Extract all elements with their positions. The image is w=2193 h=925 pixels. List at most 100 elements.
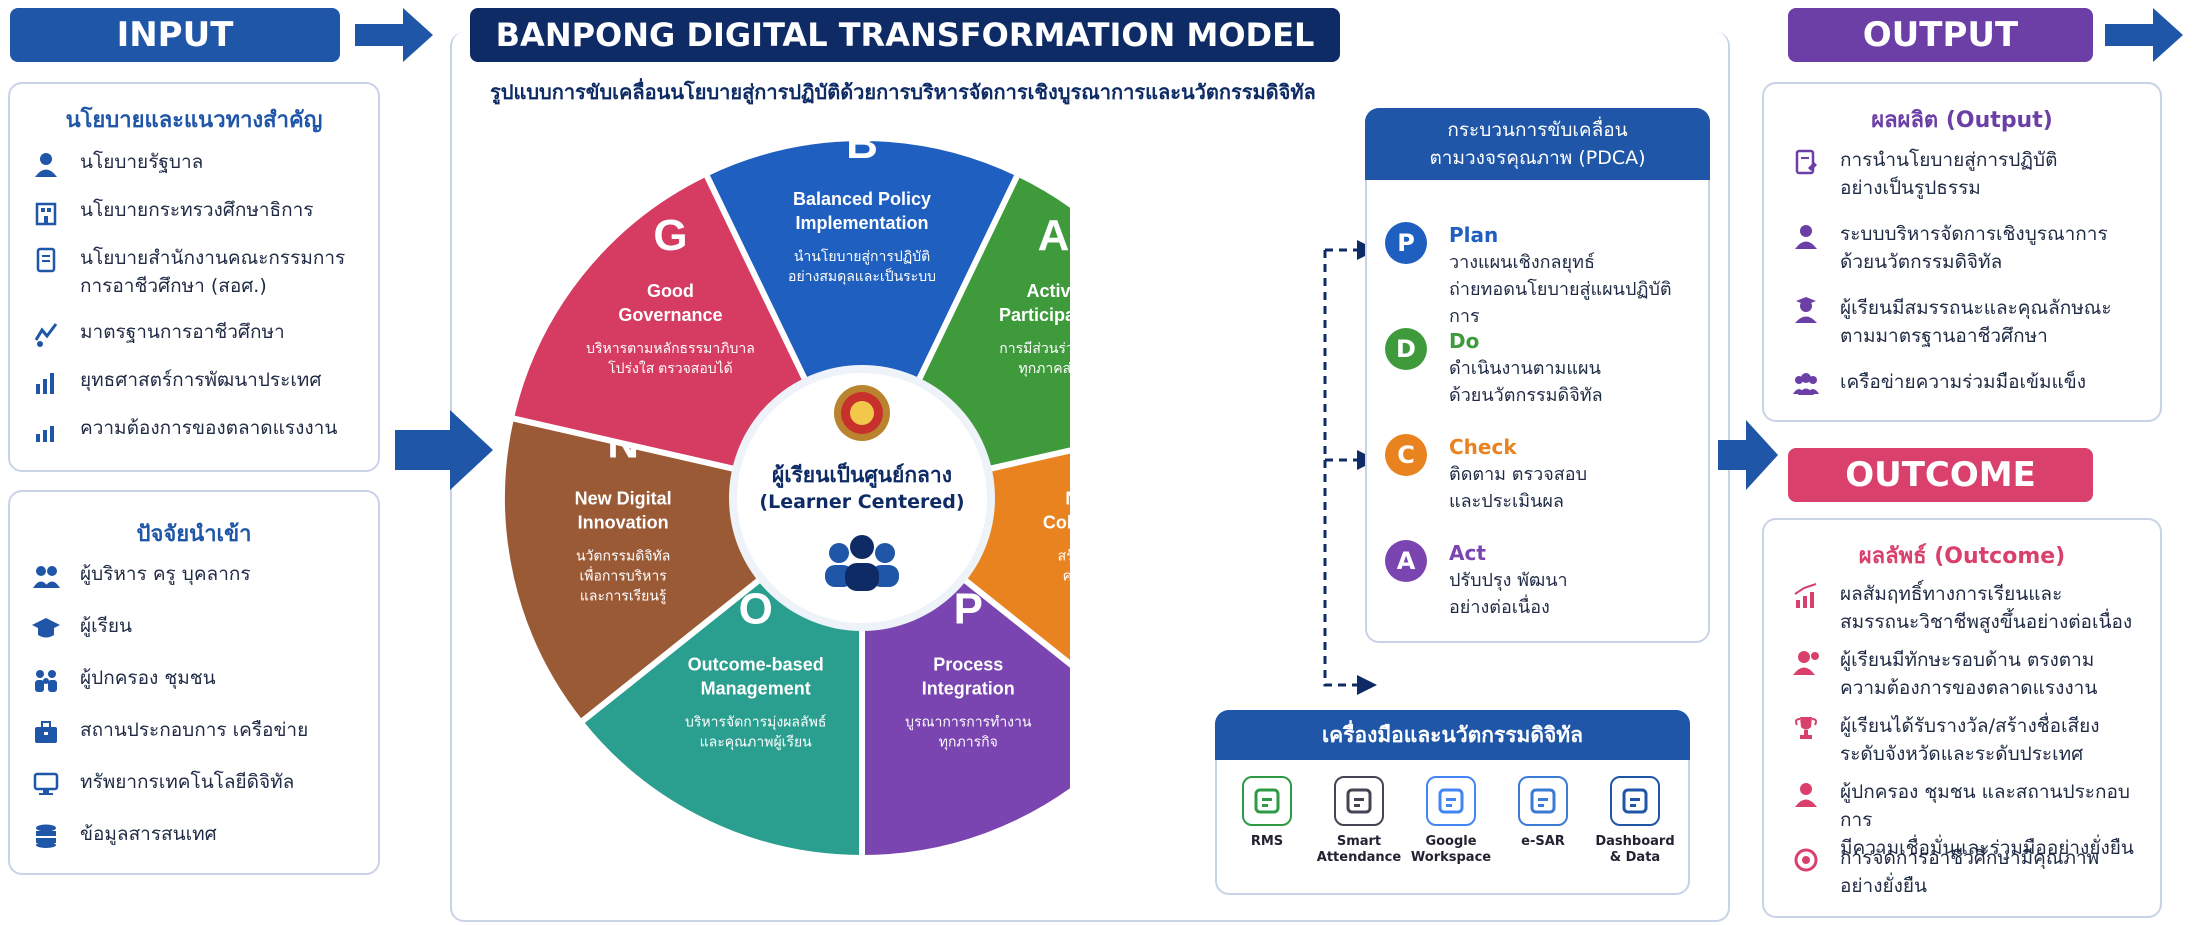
wheel-segment-letter: B [846, 125, 878, 168]
pdca-step-desc: ปรับปรุง พัฒนา อย่างต่อเนื่อง [1449, 570, 1568, 618]
trophy-icon [1788, 712, 1824, 742]
network-icon [1788, 368, 1824, 398]
policy-item: มาตรฐานการอาชีวศึกษา [28, 318, 368, 348]
factors-title: ปัจจัยนำเข้า [136, 522, 252, 547]
factors-item-label: ผู้บริหาร ครู บุคลากร [80, 563, 251, 585]
wheel-segment-th2: ทุกภาคส่วน [1018, 360, 1070, 377]
admin-icon [1788, 220, 1824, 250]
policy-item: ยุทธศาสตร์การพัฒนาประเทศ [28, 366, 368, 396]
outcome-item-label: ผู้ปกครอง ชุมชน และสถานประกอบการ มีความเ… [1840, 781, 2134, 859]
pdca-step-name: Do [1449, 329, 1480, 353]
output-arrow-icon [2105, 8, 2183, 62]
wheel-segment-th1: นวัตกรรมดิจิทัล [576, 548, 670, 564]
wheel-segment-title2: Innovation [578, 513, 669, 533]
policy-item: นโยบายสำนักงานคณะกรรมการ การอาชีวศึกษา (… [28, 244, 368, 300]
output-item: ผู้เรียนมีสมรรถนะและคุณลักษณะ ตามมาตรฐาน… [1788, 294, 2158, 350]
factors-item: ทรัพยากรเทคโนโลยีดิจิทัล [28, 768, 368, 798]
wheel-segment-th1: บริหารจัดการมุ่งผลลัพธ์ [685, 714, 826, 731]
wheel-segment-letter: P [954, 585, 983, 634]
document-icon [28, 244, 64, 274]
tool-item: RMS [1222, 776, 1312, 850]
input-to-model-arrow-icon [395, 410, 493, 490]
pdca-step-badge: C [1385, 434, 1427, 476]
output-item: ระบบบริหารจัดการเชิงบูรณาการ ด้วยนวัตกรร… [1788, 220, 2158, 276]
tool-label: e-SAR [1521, 834, 1565, 849]
pdca-step-name: Plan [1449, 223, 1499, 247]
tool-label: Google Workspace [1410, 834, 1492, 865]
factors-item: สถานประกอบการ เครือข่าย [28, 716, 368, 746]
wheel-segment-title2: Collaboration [1043, 513, 1070, 533]
model-subtitle: รูปแบบการขับเคลื่อนนโยบายสู่การปฏิบัติด้… [490, 80, 1316, 104]
wheel-segment-title1: Network [1065, 489, 1070, 509]
outcome-item-label: ผลสัมฤทธิ์ทางการเรียนและ สมรรถนะวิชาชีพส… [1840, 583, 2133, 633]
pdca-step-badge: A [1385, 540, 1427, 582]
bar-chart-icon [28, 366, 64, 396]
output-item-label: ผู้เรียนมีสมรรถนะและคุณลักษณะ ตามมาตรฐาน… [1840, 297, 2112, 347]
tool-item: e-SAR [1498, 776, 1588, 850]
wheel-segment-th2: อย่างสมดุลและเป็นระบบ [788, 267, 936, 285]
wheel-segment-th1: บูรณาการการทำงาน [905, 714, 1032, 731]
policy-item: ความต้องการของตลาดแรงงาน [28, 414, 368, 444]
policy-item-label: นโยบายรัฐบาล [80, 151, 204, 173]
partner-icon [1788, 778, 1824, 808]
wheel-segment-th2: เพื่อการบริหาร [579, 567, 667, 584]
outcome-title: ผลลัพธ์ (Outcome) [1858, 544, 2066, 569]
wheel-segment-th2: โปร่งใส ตรวจสอบได้ [608, 360, 733, 376]
output-item: การนำนโยบายสู่การปฏิบัติ อย่างเป็นรูปธรร… [1788, 146, 2158, 202]
outcome-item: ผู้เรียนได้รับรางวัล/สร้างชื่อเสียง ระดั… [1788, 712, 2158, 768]
dashboard-icon [1610, 776, 1660, 826]
pdca-step-name: Check [1449, 435, 1517, 459]
policy-box: นโยบายและแนวทางสำคัญ [8, 82, 380, 472]
college-emblem-icon [834, 385, 890, 441]
wheel-segment-th1: การมีส่วนร่วมของ [999, 340, 1070, 356]
policy-doc-icon [1788, 146, 1824, 176]
wheel-segment-title2: Management [701, 679, 811, 699]
wheel-segment-th1: นำนโยบายสู่การปฏิบัติ [794, 248, 930, 265]
pdca-step-desc: วางแผนเชิงกลยุทธ์ ถ่ายทอดนโยบายสู่แผนปฏิ… [1449, 252, 1672, 327]
model-header: BANPONG DIGITAL TRANSFORMATION MODEL [470, 8, 1340, 62]
tool-label: Dashboard & Data [1595, 834, 1675, 865]
wheel-segment-title1: Balanced Policy [793, 189, 931, 209]
wheel-segment-th1: บริหารตามหลักธรรมาภิบาล [586, 340, 755, 356]
center-title-th: ผู้เรียนเป็นศูนย์กลาง [772, 463, 952, 487]
skilled-learner-icon [1788, 646, 1824, 676]
outcome-item: ผู้เรียนมีทักษะรอบด้าน ตรงตาม ความต้องกา… [1788, 646, 2158, 702]
factors-item: ผู้บริหาร ครู บุคลากร [28, 560, 368, 590]
wheel-segment-th2: และคุณภาพผู้เรียน [700, 734, 813, 751]
market-icon [28, 414, 64, 444]
quality-icon [1788, 844, 1824, 874]
outcome-item-label: การจัดการอาชีวศึกษามีคุณภาพ อย่างยั่งยืน [1840, 847, 2100, 897]
policy-item-label: มาตรฐานการอาชีวศึกษา [80, 321, 285, 343]
pdca-step-badge: P [1385, 222, 1427, 264]
wheel-segment-title1: New Digital [575, 489, 672, 509]
output-box: ผลผลิต (Output) [1762, 82, 2162, 422]
standard-icon [28, 318, 64, 348]
building-icon [28, 196, 64, 226]
tool-label: RMS [1250, 834, 1284, 849]
wheel-segment-letter: A [1038, 211, 1070, 260]
wheel-segment-title1: Outcome-based [688, 655, 824, 675]
tool-label: Smart Attendance [1316, 834, 1402, 865]
pdca-step-name: Act [1449, 541, 1486, 565]
wheel-segment-title1: Good [647, 281, 694, 301]
staff-icon [28, 560, 64, 590]
tools-title-bar: เครื่องมือและนวัตกรรมดิจิทัล [1215, 710, 1690, 760]
learners-group-icon [825, 535, 899, 591]
wheel-segment-th2: ความร่วมมือ [1063, 568, 1070, 584]
policy-item: นโยบายกระทรวงศึกษาธิการ [28, 196, 368, 226]
outcome-box: ผลลัพธ์ (Outcome) [1762, 518, 2162, 918]
output-item-label: เครือข่ายความร่วมมือเข้มแข็ง [1840, 371, 2087, 393]
pdca-title-line2: ตามวงจรคุณภาพ (PDCA) [1429, 147, 1646, 169]
tool-item: Smart Attendance [1314, 776, 1404, 866]
factors-item-label: ข้อมูลสารสนเทศ [80, 823, 217, 845]
output-title: ผลผลิต (Output) [1871, 108, 2053, 133]
pdca-step-badge: D [1385, 328, 1427, 370]
factors-item-label: ผู้เรียน [80, 615, 132, 637]
output-item-label: การนำนโยบายสู่การปฏิบัติ อย่างเป็นรูปธรร… [1840, 149, 2058, 199]
attendance-icon [1334, 776, 1384, 826]
input-header: INPUT [10, 8, 340, 62]
pdca-step-desc: ดำเนินงานตามแผน ด้วยนวัตกรรมดิจิทัล [1449, 358, 1603, 406]
